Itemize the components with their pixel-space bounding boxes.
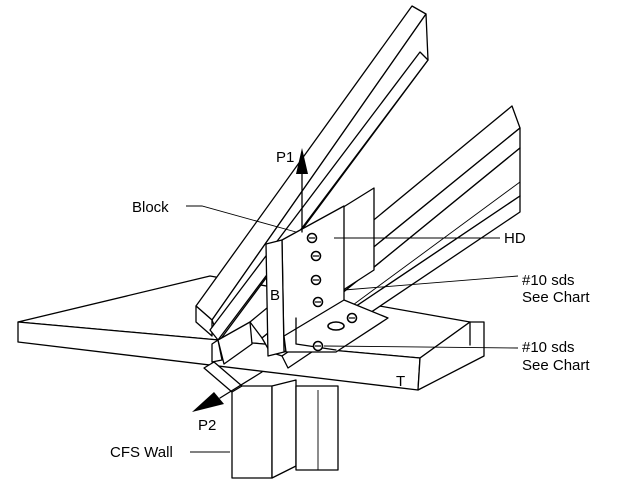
- label-sds-upper-line2: See Chart: [522, 289, 590, 306]
- p1-load-arrow: [296, 148, 308, 233]
- cfs-wall-stud: [231, 379, 339, 479]
- label-block: Block: [132, 199, 169, 216]
- screws: [306, 232, 358, 352]
- leader-lines: [186, 205, 519, 453]
- label-cfs-wall: CFS Wall: [110, 444, 173, 461]
- label-hd: HD: [504, 230, 526, 247]
- label-p2: P2: [198, 417, 216, 434]
- label-sds-lower-line1: #10 sds: [522, 339, 575, 356]
- label-p1: P1: [276, 149, 294, 166]
- label-b: B: [270, 287, 280, 304]
- p2-load-arrow: [192, 371, 263, 412]
- label-sds-upper-line1: #10 sds: [522, 272, 575, 289]
- label-t: T: [396, 373, 405, 390]
- label-sds-lower-line2: See Chart: [522, 357, 590, 374]
